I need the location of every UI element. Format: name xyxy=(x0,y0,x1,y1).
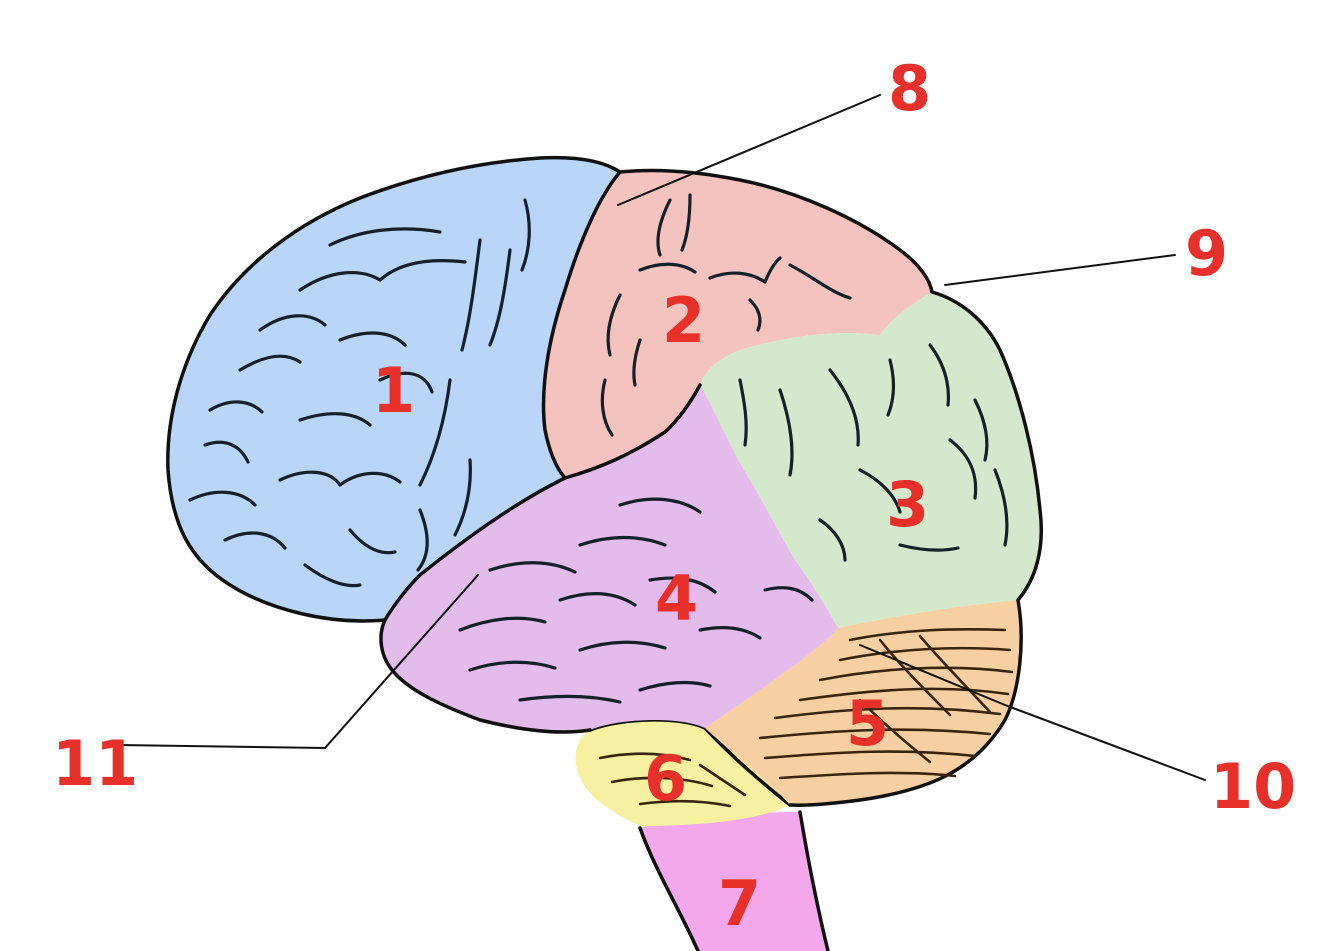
pointer-9-leader xyxy=(945,255,1175,285)
pointer-9-label: 9 xyxy=(1185,217,1228,290)
region-6-label: 6 xyxy=(644,742,687,815)
region-3-label: 3 xyxy=(886,468,929,541)
region-2-label: 2 xyxy=(662,284,705,357)
region-7-label: 7 xyxy=(718,867,761,940)
pointer-10-label: 10 xyxy=(1210,750,1296,823)
region-1-label: 1 xyxy=(372,354,415,427)
region-4-label: 4 xyxy=(655,562,698,635)
pointer-8-label: 8 xyxy=(888,52,931,125)
region-5-label: 5 xyxy=(846,687,889,760)
pointer-11-label: 11 xyxy=(52,727,138,800)
